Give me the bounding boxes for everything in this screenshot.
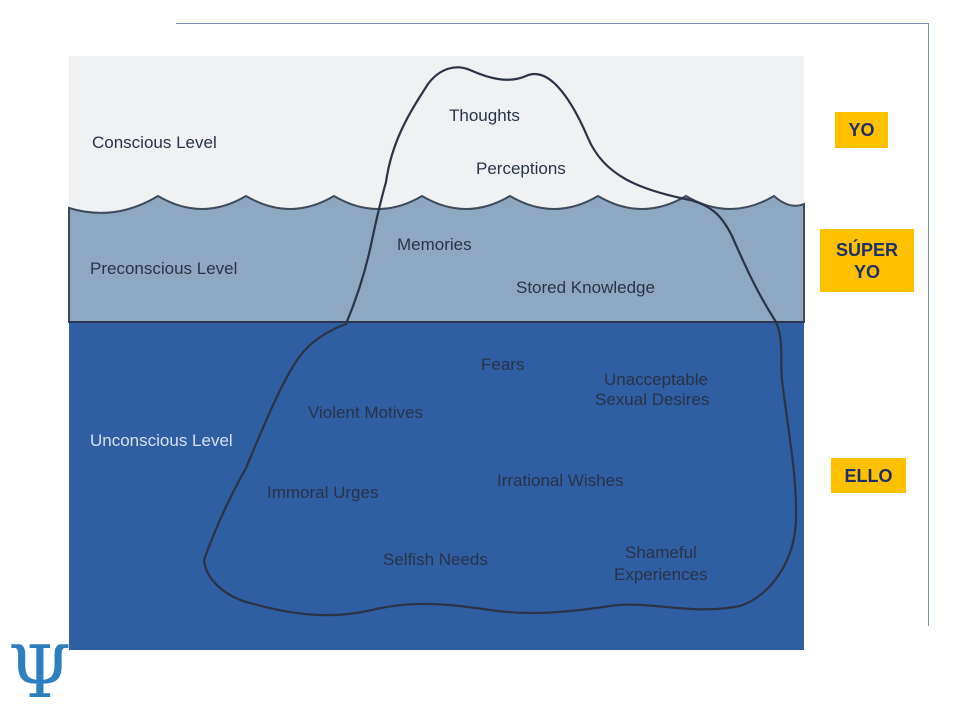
badge-super-yo: SÚPER YO	[820, 229, 914, 292]
iceberg-item-memories: Memories	[397, 235, 472, 254]
badge-super-yo-line1: SÚPER	[835, 239, 898, 260]
badge-super-yo-line2: YO	[853, 261, 880, 282]
preconscious-level-label: Preconscious Level	[90, 259, 237, 278]
badge-yo-text: YO	[848, 120, 875, 140]
iceberg-item-unacceptable: Unacceptable	[604, 370, 708, 389]
iceberg-item-violent-motives: Violent Motives	[308, 403, 423, 422]
iceberg-item-selfish-needs: Selfish Needs	[383, 550, 488, 569]
iceberg-item-shameful: Shameful	[625, 543, 697, 562]
badge-ello-text: ELLO	[844, 465, 893, 486]
iceberg-item-experiences: Experiences	[614, 565, 708, 584]
iceberg-item-stored-knowledge: Stored Knowledge	[516, 278, 655, 297]
badge-yo: YO	[835, 112, 888, 148]
iceberg-item-thoughts: Thoughts	[449, 106, 520, 125]
psi-logo-icon: Ψ	[8, 630, 72, 714]
iceberg-item-irrational-wishes: Irrational Wishes	[497, 471, 624, 490]
conscious-level-label: Conscious Level	[92, 133, 217, 152]
iceberg-item-fears: Fears	[481, 355, 524, 374]
unconscious-water	[69, 322, 804, 650]
badge-ello: ELLO	[831, 458, 906, 493]
sky-area	[69, 56, 804, 216]
frame-top-line	[176, 23, 929, 24]
iceberg-item-perceptions: Perceptions	[476, 159, 566, 178]
unconscious-level-label: Unconscious Level	[90, 431, 233, 450]
preconscious-water	[68, 194, 805, 323]
iceberg-item-immoral-urges: Immoral Urges	[267, 483, 378, 502]
iceberg-item-sexual-desires: Sexual Desires	[595, 390, 709, 409]
frame-right-line	[928, 23, 929, 626]
